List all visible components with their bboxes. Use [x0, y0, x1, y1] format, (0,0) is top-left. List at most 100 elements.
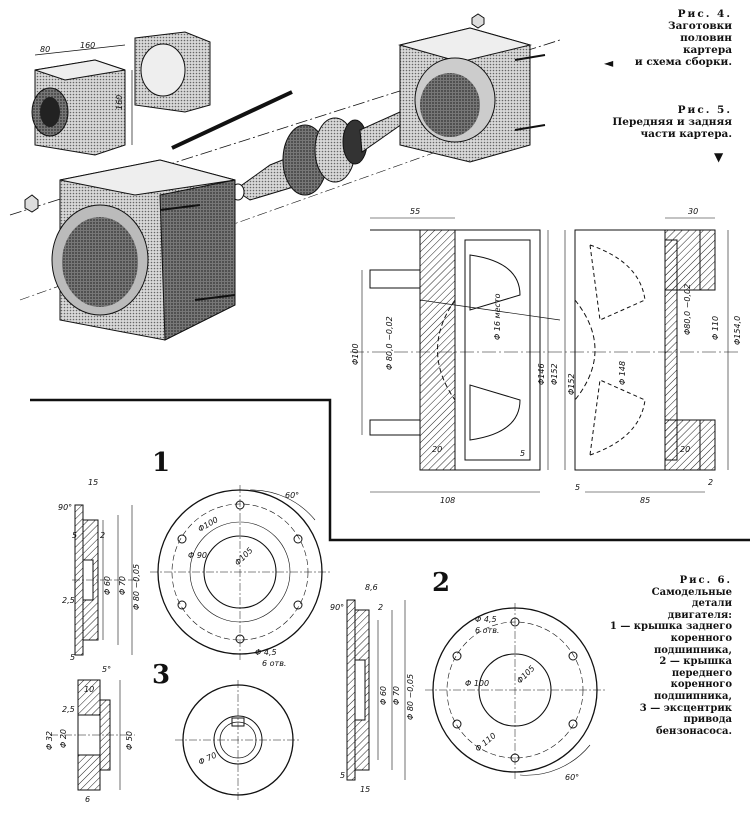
p1-dim-phi55: Φ105 [233, 546, 255, 568]
p2-dim-8-6: 8,6 [365, 583, 378, 592]
p1-dim-2: 2 [100, 531, 105, 540]
p2-dim-5: 5 [340, 771, 345, 780]
dim-85: 85 [640, 496, 650, 505]
fig6-line-8: переднего [671, 667, 732, 679]
p3-dim-10: 10 [84, 685, 94, 694]
fig4-line-4: и схема сборки. [634, 56, 732, 68]
fig5-line-1: Передняя и задняя [612, 116, 732, 128]
p3-dim-6: 6 [85, 795, 90, 804]
part2-section [346, 599, 406, 781]
part-number-2: 2 [432, 568, 451, 598]
p3-dim-5deg: 5° [102, 665, 111, 674]
p1-dim-phi60: Φ 60 [103, 576, 112, 595]
p2-holes-diam: Φ 4,5 [475, 615, 497, 624]
fig6-line-6: подшипника, [653, 644, 732, 656]
p2-dim-90deg: 90° [330, 603, 344, 612]
p1-holes-count: 6 отв. [262, 659, 286, 668]
blank-block-large [31, 59, 126, 156]
fig6-line-12: привода [683, 714, 733, 726]
p1-dim-2-5: 2,5 [62, 596, 75, 605]
fig6-line-4: 1 — крышка заднего [609, 621, 732, 633]
fig6-caption: Рис. 6. Самодельные детали двигателя: 1 … [610, 575, 732, 737]
blank-block-small [134, 31, 211, 113]
fig6-line-1: Самодельные [651, 586, 732, 598]
p1-dim-phi80: Φ 80 −0,05 [132, 564, 141, 610]
stud-rod [171, 90, 293, 150]
fig4-arrow-icon: ◄ [604, 56, 614, 70]
p1-dim-90deg: 90° [58, 503, 72, 512]
p2-dim-2: 2 [378, 603, 383, 612]
dim-phi152-left: Φ152 [550, 363, 559, 385]
dim-55: 55 [410, 207, 420, 216]
p2-dim-15: 15 [360, 785, 370, 794]
p3-dim-2-5: 2,5 [62, 705, 75, 714]
dim-20-right: 20 [680, 445, 690, 454]
dim-phi80-left: Φ 80,0 −0,02 [385, 316, 394, 370]
nut-right [471, 13, 485, 29]
part3-section [50, 679, 135, 791]
fig4-caption: Рис. 4. Заготовки половин картера и схем… [635, 8, 732, 68]
fig6-line-7: 2 — крышка [659, 656, 732, 668]
fig6-line-5: коренного [670, 632, 732, 644]
p2-dim-60deg: 60° [565, 773, 579, 782]
dim-phi100: Φ100 [351, 343, 360, 365]
section-dimension-lines [361, 217, 729, 493]
dim-2: 2 [708, 478, 713, 487]
dim-phi110: Φ 110 [711, 316, 720, 340]
fig6-label: Рис. 6. [679, 575, 732, 586]
part-number-1: 1 [152, 448, 171, 478]
p2-dim-phi110: Φ 110 [474, 731, 498, 753]
fig6-line-11: 3 — эксцентрик [639, 702, 732, 714]
dim-phi16: Φ 16 место [493, 293, 502, 340]
fig5-arrow-icon: ▼ [714, 150, 724, 164]
part3-front-view [175, 680, 300, 800]
dim-phi154: Φ154,0 [733, 316, 742, 345]
p2-dim-phi80: Φ 80 −0,05 [406, 674, 415, 720]
dim-5-left: 5 [520, 449, 525, 458]
dim-160-top: 160 [80, 41, 95, 50]
dim-phi152-right: Φ152 [567, 373, 576, 395]
fig4-line-3: картера [682, 44, 732, 56]
dim-5-right: 5 [575, 483, 580, 492]
part1-front-view [150, 485, 330, 660]
p1-dim-5-top: 5 [72, 531, 77, 540]
p2-dim-phi60: Φ 60 [379, 686, 388, 705]
crankshaft [231, 111, 403, 201]
fig5-line-2: части картера. [640, 128, 732, 140]
p1-dim-15: 15 [88, 478, 98, 487]
part-number-3: 3 [152, 660, 171, 690]
p2-dim-phi100: Φ 100 [465, 679, 489, 688]
dim-20-left: 20 [432, 445, 442, 454]
fig6-line-13: бензонасоса. [655, 725, 732, 737]
section-front-half [369, 229, 561, 471]
dim-phi80-right: Φ80,0 −0,02 [683, 284, 692, 335]
p1-dim-phi90: Φ 90 [188, 551, 207, 560]
section-rear-half [574, 229, 716, 471]
fig5-label: Рис. 5. [677, 104, 732, 116]
fig6-line-9: коренного [670, 679, 732, 691]
p3-dim-phi32: Φ 32 [45, 731, 54, 750]
blank-dimensions: 80 160 160 [34, 41, 133, 145]
p2-dim-phi55: Φ105 [515, 664, 537, 686]
fig6-line-10: подшипника, [653, 690, 732, 702]
part2-front-view [425, 603, 605, 780]
p2-holes-count: 6 отв. [475, 626, 499, 635]
p3-dim-phi70: Φ 70 [197, 751, 218, 767]
part1-section [72, 504, 140, 656]
dim-160-side: 160 [115, 95, 124, 110]
p1-dim-5-bot: 5 [70, 653, 75, 662]
p1-dim-phi100: Φ100 [197, 515, 220, 534]
dim-30: 30 [688, 207, 698, 216]
p1-holes-diam: Φ 4,5 [255, 648, 277, 657]
fig6-line-3: двигателя: [667, 609, 732, 621]
nut-left [24, 194, 39, 213]
crankcase-half-front [51, 159, 236, 341]
p3-dim-phi20: Φ 20 [59, 729, 68, 748]
fig4-line-2: половин [680, 32, 732, 44]
fig4-label: Рис. 4. [677, 8, 732, 20]
dim-80: 80 [40, 45, 50, 54]
dim-phi148: Φ 148 [618, 361, 627, 385]
frame-divider [30, 398, 750, 542]
p2-dim-phi70: Φ 70 [392, 686, 401, 705]
fig4-line-1: Заготовки [668, 20, 732, 32]
